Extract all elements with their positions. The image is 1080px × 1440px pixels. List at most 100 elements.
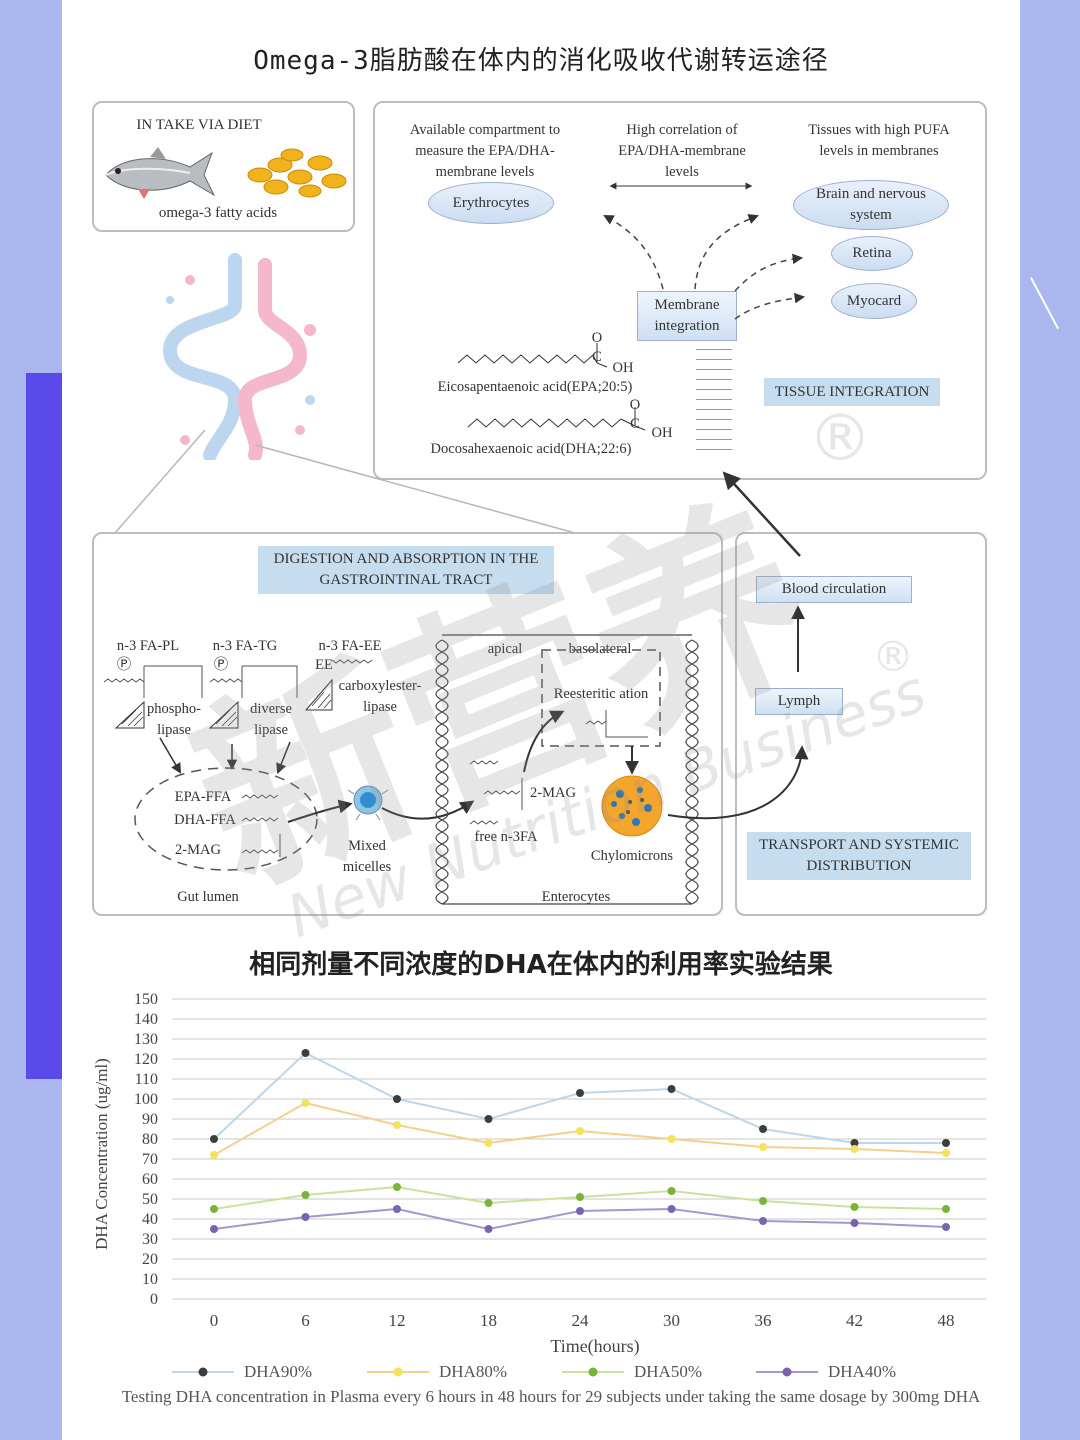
legend-marker-dha50 <box>562 1367 624 1377</box>
chylomicrons-label: Chylomicrons <box>590 848 674 864</box>
data-point-DHA80% <box>759 1143 767 1151</box>
transport-arrows <box>667 471 809 820</box>
brain-ellipse: Brain and nervous system <box>793 180 949 230</box>
data-point-DHA50% <box>850 1203 859 1211</box>
tissue-integration-label: TISSUE INTEGRATION <box>764 378 940 406</box>
pufa-tissues-text: Tissues with high PUFA levels in membran… <box>808 122 950 159</box>
myocard-ellipse: Myocard <box>831 283 917 319</box>
x-tick-label: 12 <box>389 1311 406 1330</box>
digestion-title: DIGESTION AND ABSORPTION IN THE GASTROIN… <box>258 546 554 594</box>
y-tick-label: 140 <box>134 1011 158 1028</box>
data-point-DHA40% <box>301 1213 310 1221</box>
x-tick-label: 48 <box>938 1311 955 1330</box>
x-tick-label: 18 <box>480 1311 497 1330</box>
x-axis-label: Time(hours) <box>550 1336 639 1357</box>
data-point-DHA40% <box>667 1205 676 1213</box>
mixed-micelles-label: Mixed micelles <box>342 838 392 875</box>
y-tick-label: 80 <box>142 1131 158 1148</box>
diet-caption: omega-3 fatty acids <box>158 205 278 221</box>
x-tick-label: 24 <box>572 1311 590 1330</box>
enterocytes-label: Enterocytes <box>541 889 611 905</box>
data-point-DHA50% <box>210 1205 218 1213</box>
transport-label: TRANSPORT AND SYSTEMIC DISTRIBUTION <box>747 832 971 880</box>
x-tick-label: 36 <box>755 1311 772 1330</box>
lymph-box: Lymph <box>755 688 843 715</box>
reesterification-label: Reesteritic ation <box>553 686 649 702</box>
epa-c-label: C <box>592 349 602 365</box>
basolateral-label: basolateral <box>568 641 632 657</box>
capsules-icon <box>247 148 347 198</box>
legend-label-dha80: DHA80% <box>439 1362 507 1381</box>
data-point-DHA90% <box>301 1049 310 1057</box>
data-point-DHA90% <box>759 1125 767 1133</box>
data-point-DHA40% <box>850 1219 859 1227</box>
carboxylester-lipase-label: carboxylester- lipase <box>338 678 422 715</box>
data-point-DHA90% <box>942 1139 950 1147</box>
epa-ffa-label: EPA-FFA <box>174 789 232 805</box>
data-point-DHA90% <box>393 1095 401 1103</box>
pl-p-symbol: Ⓟ <box>116 657 132 673</box>
legend-marker-dha90 <box>172 1367 234 1377</box>
legend-label-dha50: DHA50% <box>634 1362 702 1381</box>
data-point-DHA50% <box>667 1187 676 1195</box>
left-accent-bar <box>26 373 62 1079</box>
data-point-DHA50% <box>484 1199 493 1207</box>
legend-dha40: DHA40% <box>756 1360 896 1384</box>
connector-lines <box>114 429 576 534</box>
data-point-DHA80% <box>942 1149 950 1157</box>
data-point-DHA90% <box>484 1115 493 1123</box>
intestine-icon <box>162 253 316 460</box>
y-tick-label: 40 <box>142 1211 158 1228</box>
diet-title: IN TAKE VIA DIET <box>136 117 262 133</box>
ee-short-label: EE <box>315 657 333 673</box>
data-point-DHA40% <box>759 1217 767 1225</box>
x-tick-label: 30 <box>663 1311 680 1330</box>
mag2-label: 2-MAG <box>530 785 576 801</box>
compartment-text: Available compartment to measure the EPA… <box>409 122 561 180</box>
data-point-DHA80% <box>301 1099 310 1107</box>
correlation-text: High correlation of EPA/DHA-membrane lev… <box>618 122 746 180</box>
chart-title: 相同剂量不同浓度的DHA在体内的利用率实验结果 <box>249 950 833 980</box>
legend-label-dha90: DHA90% <box>244 1362 312 1381</box>
x-tick-label: 0 <box>210 1311 219 1330</box>
digestion-box <box>92 532 723 916</box>
fa-ee-label: n-3 FA-EE <box>318 638 382 654</box>
data-point-DHA40% <box>484 1225 493 1233</box>
membrane-integration-box: Membrane integration <box>637 291 737 341</box>
diverse-lipase-label: diverse lipase <box>250 701 292 738</box>
data-point-DHA90% <box>576 1089 584 1097</box>
main-title: Omega-3脂肪酸在体内的消化吸收代谢转运途径 <box>253 46 829 76</box>
y-tick-label: 100 <box>134 1091 158 1108</box>
y-tick-label: 150 <box>134 991 158 1008</box>
data-point-DHA80% <box>393 1121 401 1129</box>
data-point-DHA50% <box>942 1205 950 1213</box>
data-point-DHA40% <box>210 1225 218 1233</box>
epa-o-label: O <box>591 330 603 346</box>
data-point-DHA80% <box>484 1139 493 1147</box>
dha-ffa-label: DHA-FFA <box>174 812 236 828</box>
y-tick-label: 20 <box>142 1251 158 1268</box>
y-tick-label: 90 <box>142 1111 158 1128</box>
gut-lumen-label: Gut lumen <box>177 889 239 905</box>
dha-name: Docosahexaenoic acid(DHA;22:6) <box>430 441 632 457</box>
free-fa-label: free n-3FA <box>474 829 538 845</box>
y-tick-label: 10 <box>142 1271 158 1288</box>
legend-marker-dha40 <box>756 1367 818 1377</box>
apical-label: apical <box>487 641 523 657</box>
legend-dha90: DHA90% <box>172 1360 312 1384</box>
dha-oh-label: OH <box>651 425 673 441</box>
retina-ellipse: Retina <box>831 236 913 271</box>
data-point-DHA80% <box>850 1145 859 1153</box>
x-tick-label: 6 <box>301 1311 310 1330</box>
fish-icon <box>105 147 216 199</box>
data-point-DHA90% <box>850 1139 859 1147</box>
y-tick-label: 110 <box>135 1071 158 1088</box>
data-point-DHA50% <box>301 1191 310 1199</box>
blood-circulation-box: Blood circulation <box>756 576 912 603</box>
data-point-DHA80% <box>667 1135 676 1143</box>
data-point-DHA90% <box>210 1135 218 1143</box>
tissue-arrows <box>457 182 806 459</box>
data-point-DHA40% <box>576 1207 584 1215</box>
epa-oh-label: OH <box>612 360 634 376</box>
